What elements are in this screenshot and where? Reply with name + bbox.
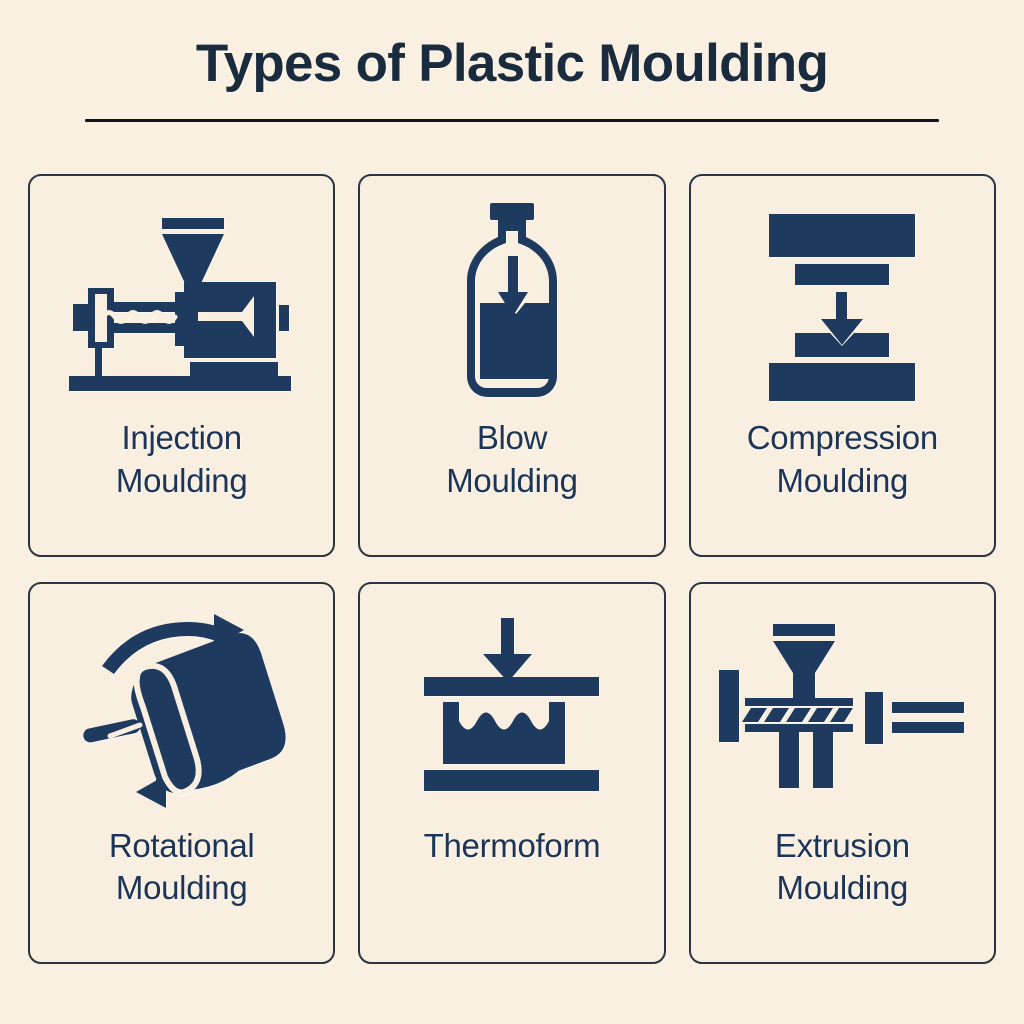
blow-moulding-bottle-icon (370, 196, 653, 411)
card-label: Rotational Moulding (108, 826, 255, 906)
poster-header: Types of Plastic Moulding (0, 0, 1024, 123)
page-title: Types of Plastic Moulding (195, 34, 829, 93)
card-thermoform[interactable]: Thermoform (358, 581, 666, 964)
card-rotational-moulding[interactable]: Rotational Moulding (28, 581, 336, 964)
card-injection-moulding[interactable]: Injection Moulding (28, 174, 336, 557)
moulding-types-grid: Injection Moulding (0, 122, 1024, 1024)
extrusion-screw-icon (701, 604, 984, 819)
card-label: Extrusion Moulding (774, 826, 910, 906)
thermoform-press-icon (370, 604, 653, 819)
card-blow-moulding[interactable]: Blow Moulding (358, 174, 666, 557)
card-label: Compression Moulding (746, 419, 938, 499)
rotating-drum-icon (40, 604, 323, 819)
card-extrusion-moulding[interactable]: Extrusion Moulding (688, 581, 996, 964)
card-compression-moulding[interactable]: Compression Moulding (688, 174, 996, 557)
card-label: Thermoform (423, 826, 601, 864)
injection-moulding-machine-icon (40, 196, 323, 411)
title-divider (85, 119, 939, 123)
compression-press-icon (701, 196, 984, 411)
card-label: Blow Moulding (446, 419, 578, 499)
card-label: Injection Moulding (115, 419, 248, 499)
